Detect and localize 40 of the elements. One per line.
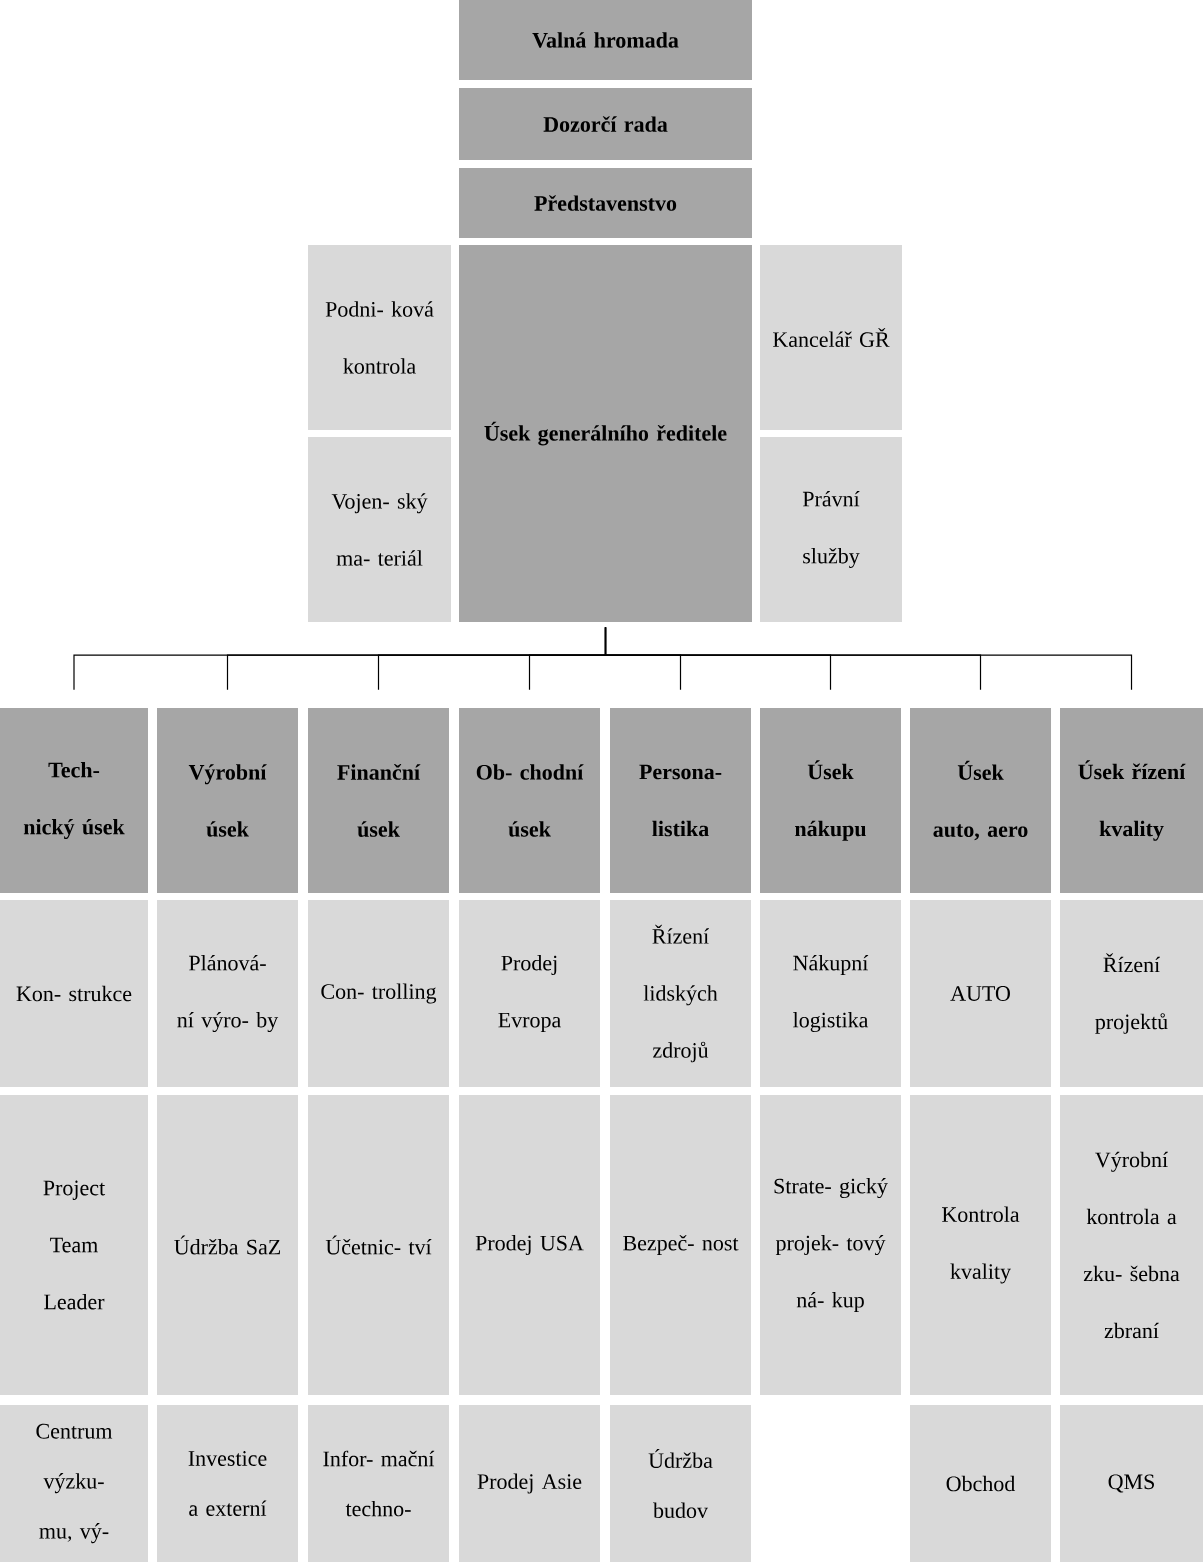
cell: Právní služby xyxy=(760,437,902,622)
cell: Prodej USA xyxy=(459,1095,600,1395)
cell: Vojen- ský ma- teriál xyxy=(308,437,451,622)
cell: Účetnic- tví xyxy=(308,1095,449,1395)
header-box: Úsek řízení kvality xyxy=(1060,708,1203,893)
cell: Infor- mační techno- xyxy=(308,1405,449,1562)
cell: Obchod xyxy=(910,1405,1051,1562)
cell: AUTO xyxy=(910,900,1051,1087)
cell: Kancelář GŘ xyxy=(760,245,902,430)
cell: Nákupní logistika xyxy=(760,900,901,1087)
header-box: Úsek auto, aero xyxy=(910,708,1051,893)
cell: QMS xyxy=(1060,1405,1203,1562)
cell: Centrum výzku- mu, vý- xyxy=(0,1405,148,1562)
header-box: Ob- chodní úsek xyxy=(459,708,600,893)
cell: Strate- gický projek- tový ná- kup xyxy=(760,1095,901,1395)
header-box: Představenstvo xyxy=(459,168,752,238)
cell: Investice a externí xyxy=(157,1405,298,1562)
header-box: Valná hromada xyxy=(459,0,752,80)
header-box: Tech- nický úsek xyxy=(0,708,148,893)
header-box: Finanční úsek xyxy=(308,708,449,893)
cell: Bezpeč- nost xyxy=(610,1095,751,1395)
cell: Project Team Leader xyxy=(0,1095,148,1395)
cell: Kon- strukce xyxy=(0,900,148,1087)
cell: Údržba budov xyxy=(610,1405,751,1562)
connector-line xyxy=(604,626,1133,691)
cell: Con- trolling xyxy=(308,900,449,1087)
header-box: Dozorčí rada xyxy=(459,88,752,160)
header-box: Úsek generálního ředitele xyxy=(459,245,752,622)
cell: Řízení projektů xyxy=(1060,900,1203,1087)
header-box: Úsek nákupu xyxy=(760,708,901,893)
cell: Řízení lidských zdrojů xyxy=(610,900,751,1087)
cell: Podni- ková kontrola xyxy=(308,245,451,430)
header-box: Výrobní úsek xyxy=(157,708,298,893)
cell: Kontrola kvality xyxy=(910,1095,1051,1395)
header-box: Persona- listika xyxy=(610,708,751,893)
cell: Výrobní kontrola a zku- šebna zbraní xyxy=(1060,1095,1203,1395)
cell: Plánová- ní výro- by xyxy=(157,900,298,1087)
cell: Prodej Asie xyxy=(459,1405,600,1562)
cell: Údržba SaZ xyxy=(157,1095,298,1395)
cell: Prodej Evropa xyxy=(459,900,600,1087)
